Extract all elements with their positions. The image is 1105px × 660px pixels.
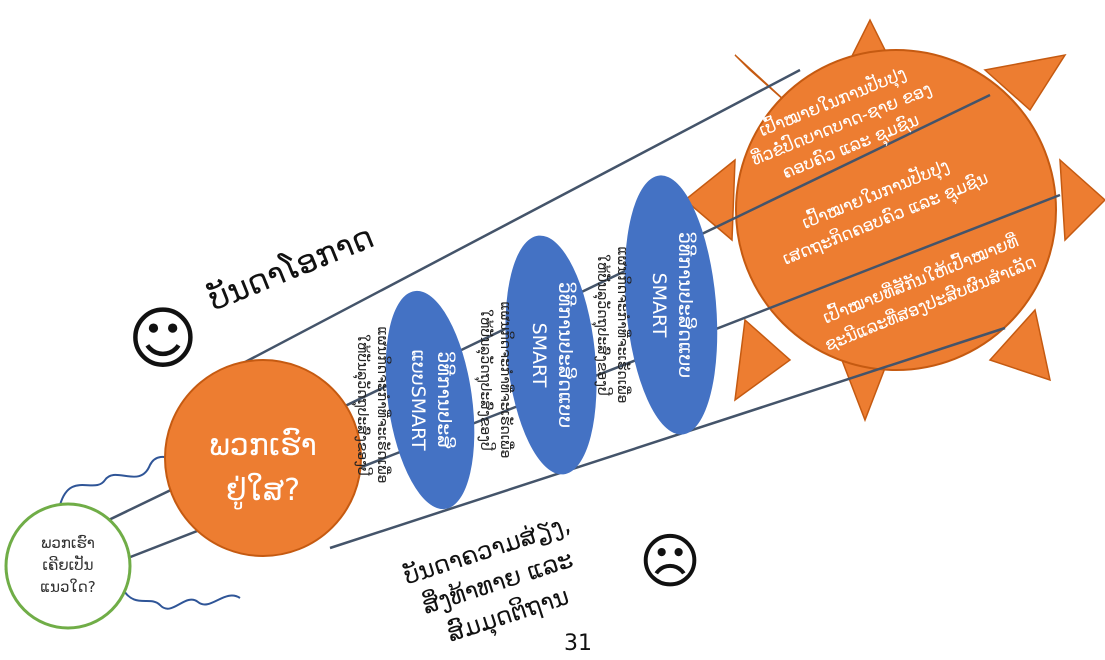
past-label-line1: ພວກເຮົາ — [41, 533, 95, 552]
sun-ray-right — [1059, 158, 1105, 242]
sad-face-icon: ☹ — [639, 527, 702, 597]
page-number: 31 — [564, 631, 592, 656]
plan-2-note-line1: ແຜນກິດຈະກຳທີ່ຈະເຮັດເພື່ອ — [497, 302, 515, 459]
present-label-line2: ຢູ່ໃສ? — [226, 473, 300, 509]
funnel-top-line — [229, 68, 801, 372]
plan-2-label-line2: SMART — [528, 323, 550, 388]
plan-3-label-line1: ວິທີການປະສິດແບບ — [674, 232, 698, 378]
present-circle — [164, 359, 362, 557]
plan-2-ellipse — [505, 235, 597, 475]
plan-1-note-line1: ແຜນກິດຈະກຳທີ່ຈະເຮັດເພື່ອ — [374, 327, 392, 484]
sun-ray-left — [683, 158, 736, 242]
plan-2: ວິທີການປະສິດແບບ SMART ແຜນກິດຈະກຳທີ່ຈະເຮັ… — [475, 235, 597, 475]
plan-3-ellipse — [624, 175, 718, 435]
smiley-face-icon: ☺ — [128, 300, 199, 379]
plan-2-note-line2: ໃຫ້ບັນລຸວັດຖຸປະສົງຂອງປີ — [475, 309, 497, 451]
plan-3-note-line2: ໃຫ້ບັນລຸວັດຖຸປະສົງຂອງປີ — [592, 254, 614, 396]
past-label-line3: ແນວໃດ? — [40, 578, 95, 596]
plan-3: ວິທີການປະສິດແບບ SMART ແຜນກິດຈະກຳທີ່ຈະເຮັ… — [592, 175, 718, 435]
present-label-line1: ພວກເຮົາ — [209, 428, 317, 463]
squiggle-bottom — [121, 587, 241, 610]
plan-2-label-line1: ວິທີການປະສິດແບບ — [554, 282, 578, 428]
past-circle — [4, 502, 132, 630]
plan-1-label-line2: ແບບSMART — [407, 349, 429, 451]
sun-ray-bottom-right — [988, 308, 1052, 382]
sun-ray-top-left — [734, 54, 796, 111]
plan-1-label-line1: ວິທີການປະສິ — [433, 351, 457, 449]
funnel-mid-line-1 — [4, 93, 991, 572]
past-label-line2: ເຄີຍເປັນ — [42, 553, 93, 574]
sun-ray-top-right — [983, 53, 1067, 112]
plan-3-label-line2: SMART — [648, 273, 670, 338]
plan-1-ellipse — [385, 290, 475, 510]
funnel-bottom-line — [329, 326, 1006, 550]
plan-1: ວິທີການປະສິ ແບບSMART ແຜນກິດຈະກຳທີ່ຈະເຮັດ… — [352, 290, 475, 510]
plan-1-note-line2: ໃຫ້ບັນລຸວັດຖຸປະສົງຂອງປີ — [352, 334, 374, 476]
opportunities-label: ບັນດາໂອກາດ — [203, 217, 379, 318]
sun-ray-bottom-left — [734, 318, 792, 402]
plan-3-note-line1: ແຜນກິດຈະກຳທີ່ຈະເຮັດເພື່ອ — [614, 247, 632, 404]
sun-rays — [683, 18, 1105, 423]
